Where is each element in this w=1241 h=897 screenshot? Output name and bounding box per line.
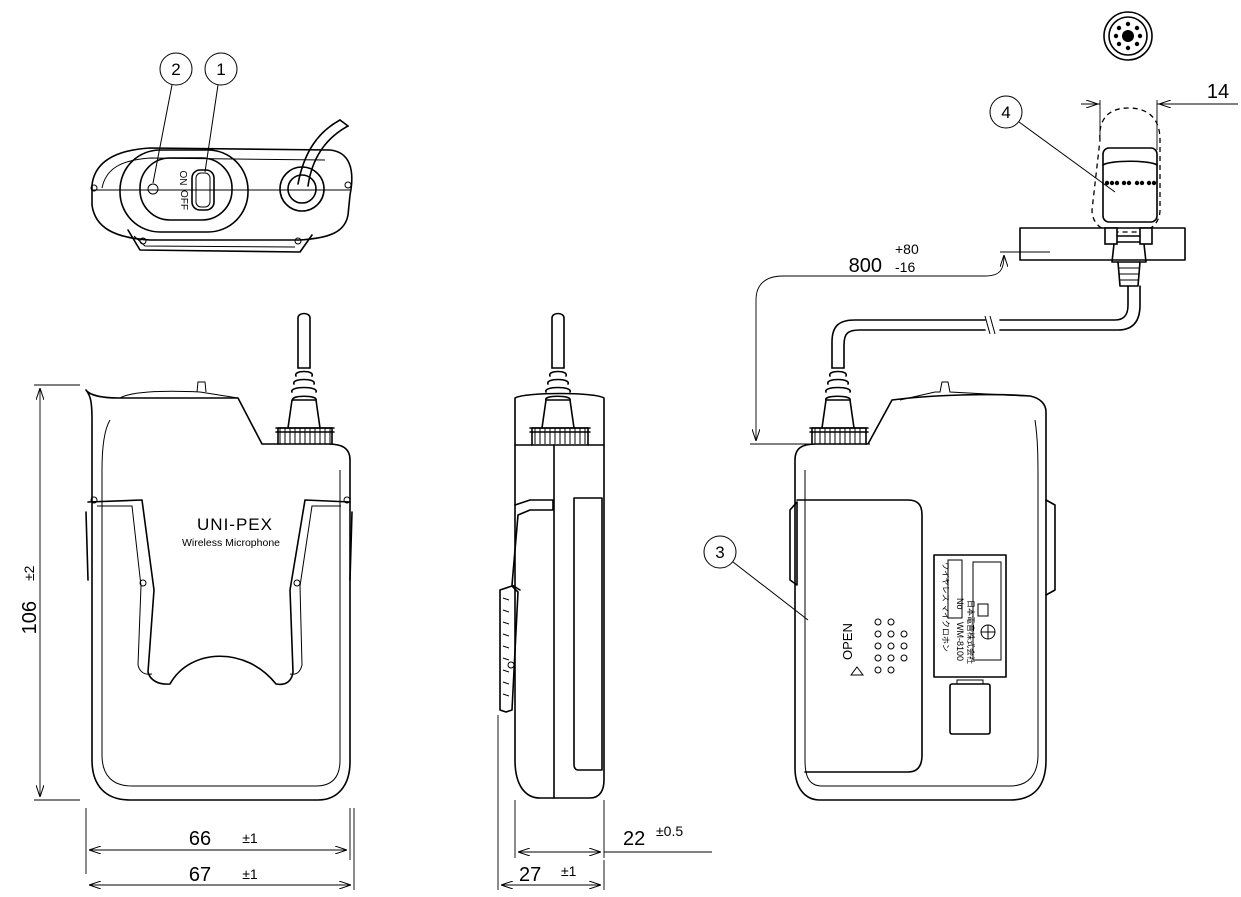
callout-3: 3 (703, 535, 809, 621)
mic-head-top-view (1103, 11, 1153, 61)
cable-tolerance-lower: -16 (895, 259, 915, 275)
callout-number: 2 (171, 60, 180, 79)
depth-22-tolerance: ±0.5 (656, 823, 683, 839)
rear-view: OPEN ワイヤレス マイクロホン WM-8100 No 日本電音株式会社 (789, 285, 1141, 801)
led-indicator (147, 183, 159, 195)
label-model: WM-8100 (955, 622, 965, 661)
depth-22-value: 22 (623, 828, 645, 850)
callout-number: 1 (216, 60, 225, 79)
height-tolerance: ±2 (21, 565, 37, 581)
height-value: 106 (19, 601, 41, 634)
switch-off-label: OFF (178, 190, 189, 210)
side-view (499, 312, 605, 799)
speaker-holes (874, 618, 908, 674)
dimension-cable: 800 +80 -16 (750, 241, 1050, 445)
cable-tolerance-upper: +80 (895, 241, 919, 257)
callout-4: 4 (989, 95, 1116, 193)
label-maker: 日本電音株式会社 (966, 600, 976, 664)
cable-value: 800 (849, 255, 882, 277)
width-66-tolerance: ±1 (242, 830, 258, 846)
open-label: OPEN (840, 623, 855, 660)
depth-27-tolerance: ±1 (561, 863, 577, 879)
depth-27-value: 27 (519, 864, 541, 886)
dimension-depth-27: 27 ±1 (497, 715, 605, 890)
dimension-width-66: 66 ±1 (85, 808, 351, 874)
dimension-height: 106 ±2 (19, 384, 80, 801)
dimension-mic: 14 (1081, 81, 1238, 150)
lavalier-microphone (1019, 107, 1186, 287)
callout-2: 2 (152, 52, 193, 184)
dimension-depth-22: 22 ±0.5 (514, 800, 712, 858)
switch-on-label: ON (177, 171, 188, 186)
brand-logo: UNI-PEX (197, 515, 273, 534)
label-no: No (955, 598, 965, 610)
top-view: ON OFF (90, 119, 353, 253)
width-67-tolerance: ±1 (242, 866, 258, 882)
mic-grille-dots (1104, 180, 1157, 186)
callout-number: 4 (1001, 103, 1010, 122)
callout-number: 3 (715, 543, 724, 562)
dimension-width-67: 67 ±1 (89, 808, 355, 890)
front-view: UNI-PEX Wireless Microphone (85, 312, 353, 801)
width-67-value: 67 (189, 864, 211, 886)
width-66-value: 66 (189, 828, 211, 850)
label-product: ワイヤレス マイクロホン (941, 562, 950, 652)
brand-subtitle: Wireless Microphone (182, 537, 280, 549)
product-label: ワイヤレス マイクロホン WM-8100 No 日本電音株式会社 (933, 554, 1007, 678)
callout-1: 1 (204, 52, 238, 173)
mic-value: 14 (1207, 81, 1229, 103)
